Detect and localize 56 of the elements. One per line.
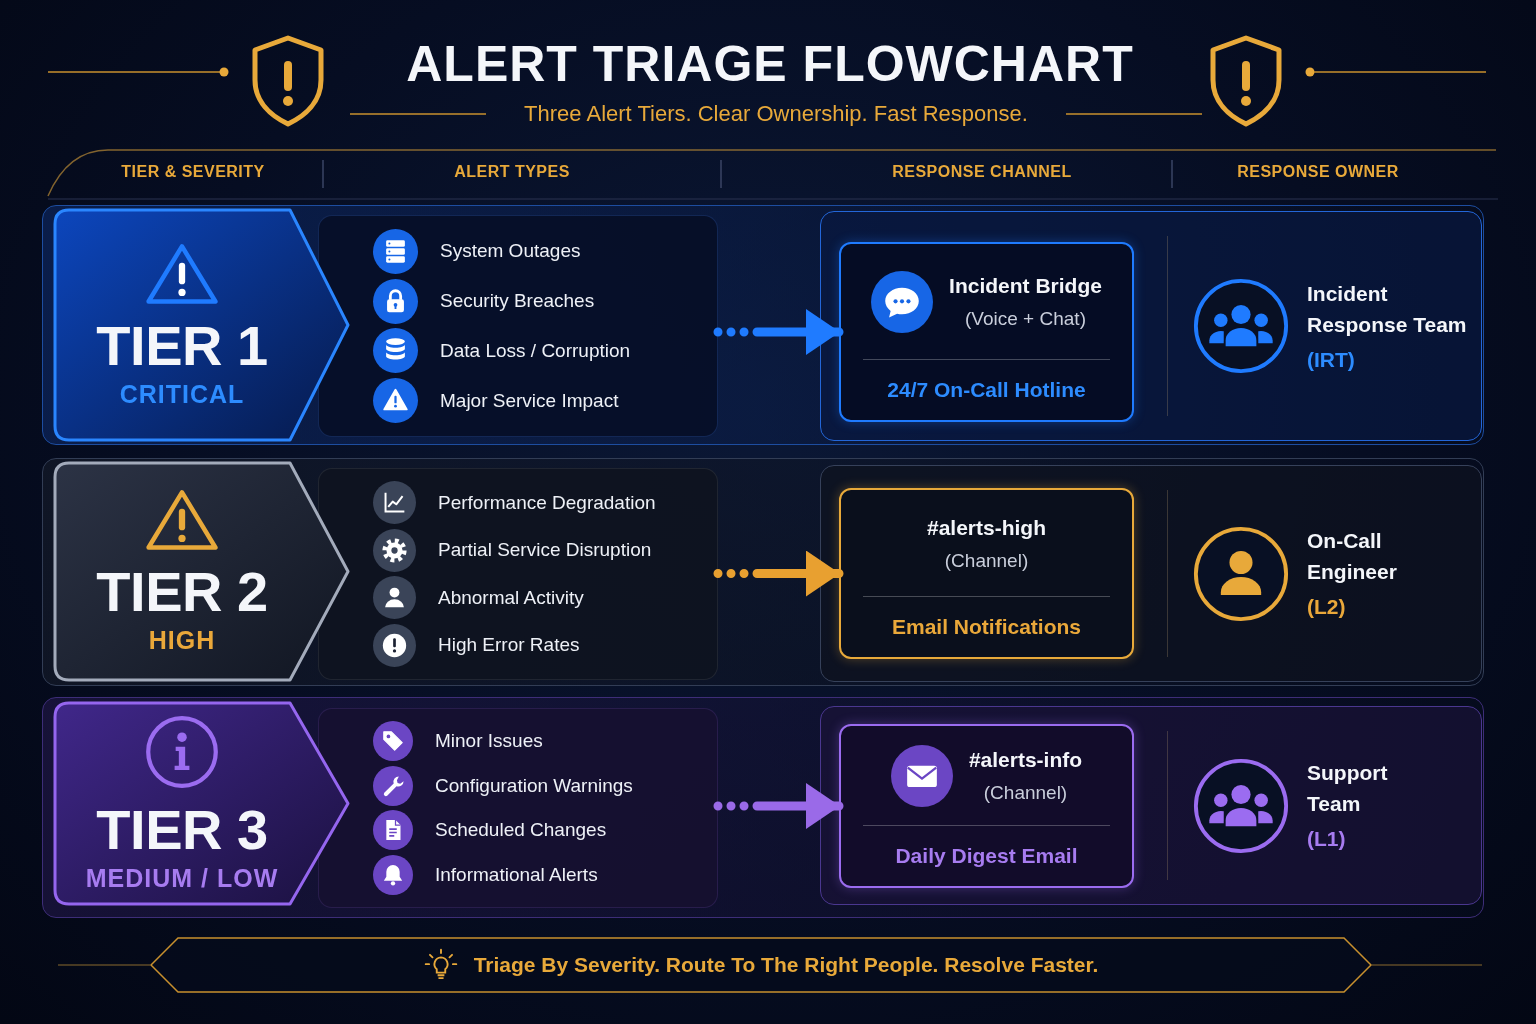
column-header: RESPONSE OWNER bbox=[1237, 163, 1399, 181]
channel-name: #alerts-high bbox=[927, 514, 1046, 541]
tier-title: TIER 3 bbox=[96, 797, 268, 862]
alert-type: Performance Degradation bbox=[438, 491, 656, 514]
alert-type: Informational Alerts bbox=[435, 863, 598, 886]
tagline-banner bbox=[150, 937, 1372, 993]
owner-level: (L1) bbox=[1307, 826, 1346, 852]
channel-card bbox=[839, 724, 1134, 888]
channel-type: (Channel) bbox=[944, 548, 1029, 573]
alert-type: Major Service Impact bbox=[440, 389, 619, 412]
owner-name: Incident Response Team bbox=[1307, 280, 1468, 338]
channel-card bbox=[839, 488, 1134, 659]
channel-detail: 24/7 On-Call Hotline bbox=[887, 378, 1086, 402]
arrow bbox=[713, 309, 844, 355]
severity-label: HIGH bbox=[148, 625, 216, 656]
channel-type: (Channel) bbox=[983, 781, 1068, 805]
response-panel bbox=[820, 465, 1482, 682]
tier-panel bbox=[52, 207, 352, 443]
subtitle: Three Alert Tiers. Clear Ownership. Fast Response. bbox=[524, 101, 1028, 127]
alert-type: Abnormal Activity bbox=[438, 586, 584, 609]
tier-panel bbox=[52, 460, 352, 683]
owner-name: Support Team bbox=[1307, 760, 1389, 817]
severity-label: MEDIUM / LOW bbox=[85, 862, 279, 894]
alert-type: High Error Rates bbox=[438, 634, 580, 657]
channel-detail: Daily Digest Email bbox=[895, 844, 1078, 868]
alert-types-panel bbox=[318, 468, 718, 680]
alert-type: Configuration Warnings bbox=[435, 774, 633, 797]
alert-type: Partial Service Disruption bbox=[438, 539, 652, 562]
alert-type: Minor Issues bbox=[435, 730, 543, 753]
alert-types-panel bbox=[318, 708, 718, 908]
title: ALERT TRIAGE FLOWCHART bbox=[406, 35, 1134, 93]
column-header: RESPONSE CHANNEL bbox=[892, 163, 1072, 181]
owner-level: (L2) bbox=[1307, 594, 1346, 620]
response-panel bbox=[820, 706, 1482, 905]
alert-types-panel bbox=[318, 215, 718, 437]
tier-panel bbox=[52, 700, 352, 907]
channel-detail: Email Notifications bbox=[892, 615, 1081, 639]
column-header: ALERT TYPES bbox=[454, 163, 570, 181]
arrow bbox=[713, 550, 844, 597]
response-panel bbox=[820, 211, 1482, 441]
channel-card bbox=[839, 242, 1134, 422]
channel-type: (Voice + Chat) bbox=[965, 307, 1086, 331]
owner-name: On-Call Engineer bbox=[1307, 528, 1398, 585]
owner-level: (IRT) bbox=[1307, 346, 1355, 373]
column-header: TIER & SEVERITY bbox=[121, 163, 265, 181]
tagline: Triage By Severity. Route To The Right People. Resolve Faster. bbox=[473, 953, 1099, 977]
severity-label: CRITICAL bbox=[119, 378, 245, 410]
alert-type: Security Breaches bbox=[440, 290, 595, 313]
alert-type: Data Loss / Corruption bbox=[440, 339, 631, 362]
tier-title: TIER 1 bbox=[96, 313, 268, 378]
channel-name: Incident Bridge bbox=[949, 273, 1102, 299]
alert-type: System Outages bbox=[440, 240, 581, 263]
channel-name: #alerts-info bbox=[968, 747, 1083, 773]
tier-title: TIER 2 bbox=[96, 560, 268, 624]
arrow bbox=[713, 783, 844, 829]
alert-type: Scheduled Changes bbox=[435, 819, 607, 842]
